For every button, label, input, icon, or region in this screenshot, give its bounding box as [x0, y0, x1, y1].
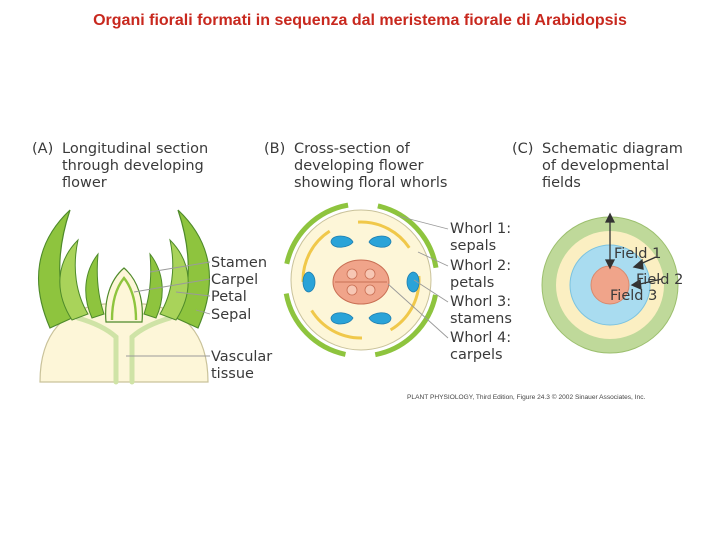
floral-organ-figure: (A) Longitudinal section through develop…: [26, 132, 694, 412]
carpel-wall-shape: [110, 276, 138, 321]
panel-c-title-line-1: Schematic diagram: [542, 141, 683, 157]
label-vascular-line-1: Vascular: [211, 349, 272, 365]
whorl-1-label: Whorl 1:: [450, 221, 511, 237]
developmental-fields-drawing: Field 1 Field 2 Field 3: [541, 212, 683, 354]
longitudinal-section-drawing: [38, 209, 210, 385]
whorl-3-organ: stamens: [450, 311, 512, 327]
panel-a-title-line-2: through developing: [62, 158, 204, 174]
vascular-tissue-shape: [75, 315, 173, 385]
whorl-2-organ: petals: [450, 275, 494, 291]
panel-a-title-line-1: Longitudinal section: [62, 141, 208, 157]
panel-b-title-line-2: developing flower: [294, 158, 424, 174]
whorl-1-organ: sepals: [450, 238, 496, 254]
cross-section-drawing: [282, 201, 440, 359]
field-3-label: Field 3: [610, 288, 657, 304]
panel-c-letter: (C): [512, 141, 533, 157]
whorl-2-label: Whorl 2:: [450, 258, 511, 274]
panel-a-letter: (A): [32, 141, 53, 157]
whorl-4-organ: carpels: [450, 347, 503, 363]
panel-a-leader-lines: [126, 261, 211, 357]
petal-left-shape: [59, 238, 89, 321]
panel-c-title: (C) Schematic diagram of developmental f…: [512, 141, 683, 191]
slide-title: Organi fiorali formati in sequenza dal m…: [93, 12, 627, 29]
label-sepal: Sepal: [211, 307, 251, 323]
petal-right-shape: [159, 238, 189, 321]
panel-b-title-line-3: showing floral whorls: [294, 175, 447, 191]
panel-b-labels: Whorl 1: sepals Whorl 2: petals Whorl 3:…: [450, 221, 512, 363]
ovule-group: [346, 268, 376, 296]
panel-b-title: (B) Cross-section of developing flower s…: [264, 141, 447, 191]
label-stamen: Stamen: [211, 255, 267, 271]
panel-c-title-line-3: fields: [542, 175, 581, 191]
panel-b-letter: (B): [264, 141, 285, 157]
panel-a-labels: Stamen Carpel Petal Sepal Vascular tissu…: [211, 255, 272, 382]
stamen-group: [302, 235, 420, 325]
label-petal: Petal: [211, 289, 247, 305]
panel-a-title: (A) Longitudinal section through develop…: [32, 141, 208, 191]
receptacle-shape: [39, 303, 209, 383]
panel-b-title-line-1: Cross-section of: [294, 141, 411, 157]
whorl-4-label: Whorl 4:: [450, 330, 511, 346]
field-2-label: Field 2: [636, 272, 683, 288]
field-1-label: Field 1: [614, 246, 661, 262]
whorl-3-label: Whorl 3:: [450, 294, 511, 310]
stamen-right-shape: [143, 252, 163, 319]
panel-b-leader-lines: [387, 215, 449, 339]
stamen-left-shape: [85, 252, 105, 319]
field-arrows: [604, 212, 663, 291]
carpel-shape: [105, 267, 143, 323]
label-carpel: Carpel: [211, 272, 258, 288]
label-vascular-line-2: tissue: [211, 366, 254, 382]
figure-credit: PLANT PHYSIOLOGY, Third Edition, Figure …: [407, 393, 645, 401]
panel-c-title-line-2: of developmental: [542, 158, 669, 174]
panel-a-title-line-3: flower: [62, 175, 107, 191]
